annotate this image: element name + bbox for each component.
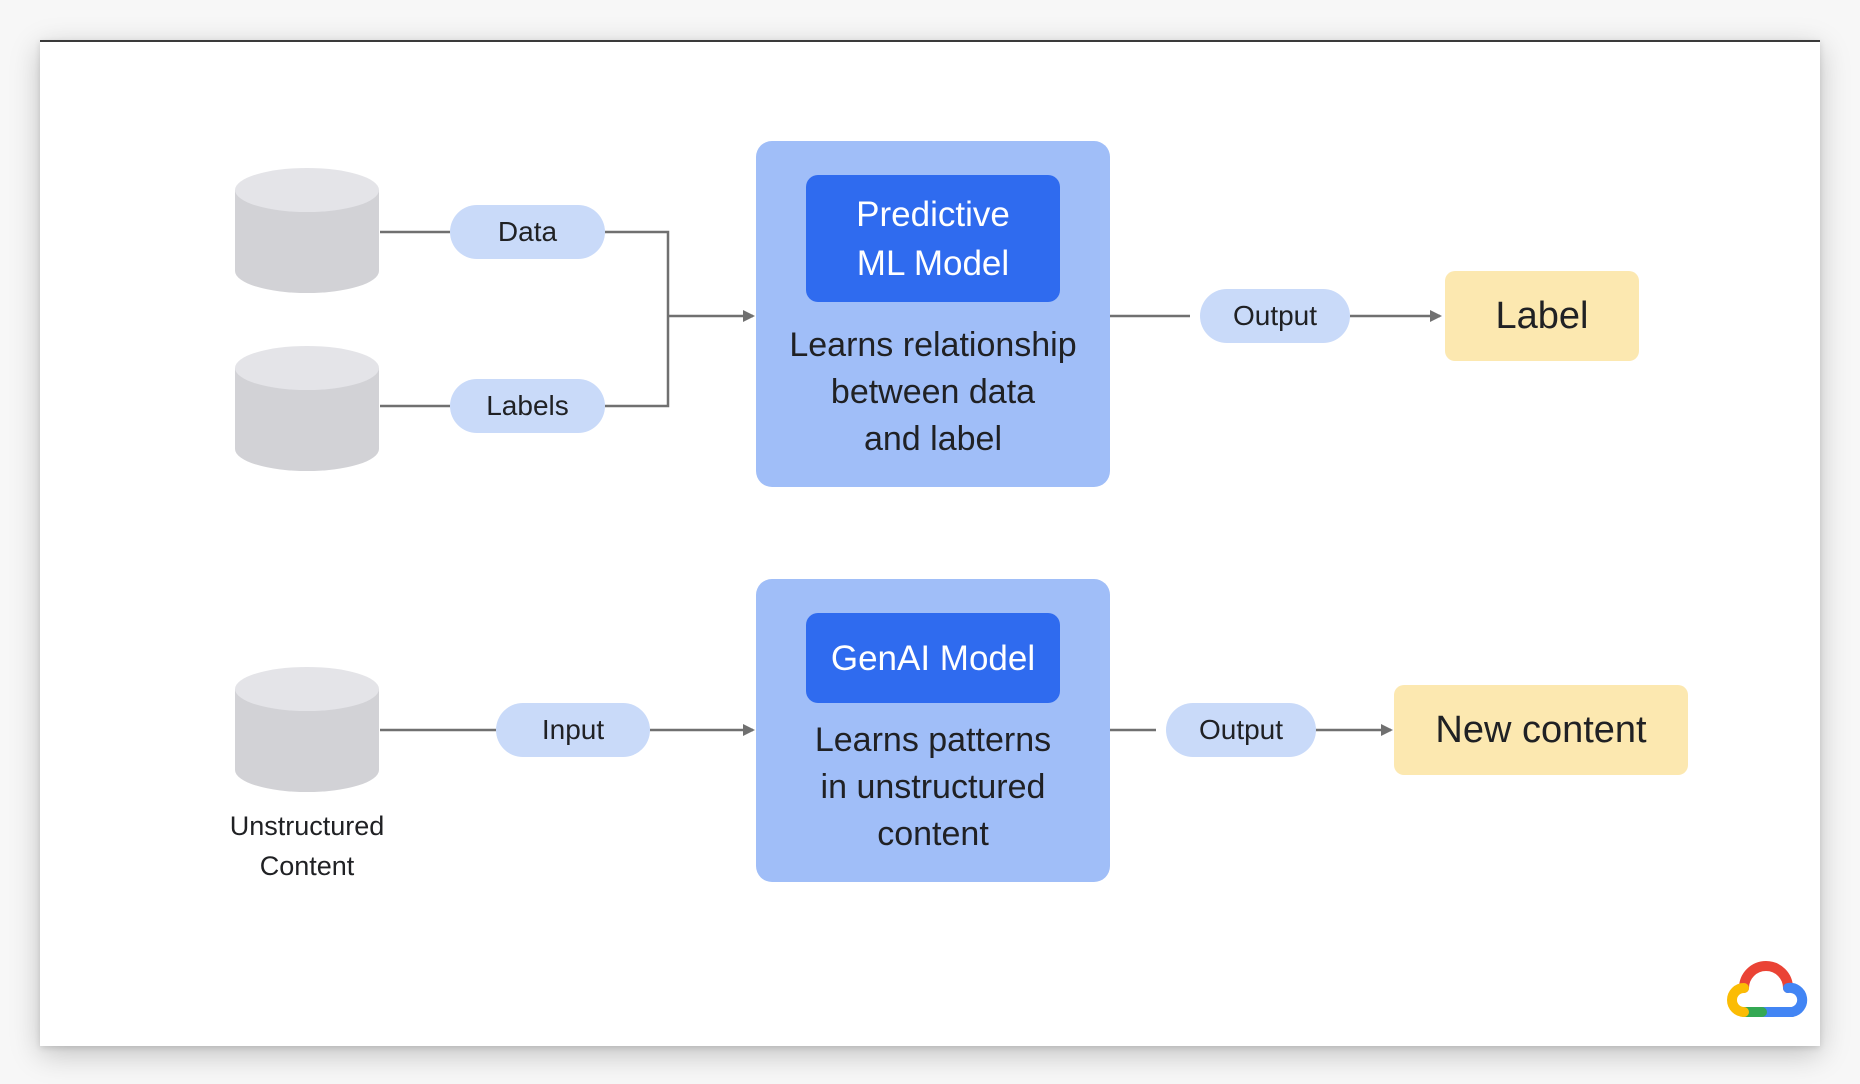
genai-output-pill: Output xyxy=(1166,703,1316,757)
predictive-title-line-2: ML Model xyxy=(856,243,1010,283)
labels-pill: Labels xyxy=(450,379,605,433)
connector-lines xyxy=(380,230,1442,736)
caption-line-2: Content xyxy=(259,851,355,881)
caption-line-1: Unstructured xyxy=(229,811,385,841)
diagram-slide: Unstructured Content Data Labels Input P… xyxy=(40,40,1820,1046)
predictive-model-box: Predictive ML Model Learns relationship … xyxy=(756,141,1110,487)
data-pill: Data xyxy=(450,205,605,259)
google-cloud-logo-icon xyxy=(1727,961,1808,1017)
input-pill: Input xyxy=(496,703,650,757)
unstructured-content-caption: Unstructured Content xyxy=(187,806,427,886)
genai-model-box: GenAI Model Learns patterns in unstructu… xyxy=(756,579,1110,882)
genai-desc-line-3: content xyxy=(877,815,989,853)
predictive-desc-line-2: between data xyxy=(830,373,1036,411)
genai-model-description: Learns patterns in unstructured content xyxy=(756,717,1110,858)
new-content-result-box: New content xyxy=(1394,685,1688,775)
predictive-model-description: Learns relationship between data and lab… xyxy=(756,322,1110,463)
merge-bracket-connector xyxy=(605,230,670,408)
predictive-desc-line-1: Learns relationship xyxy=(789,326,1077,364)
genai-desc-line-1: Learns patterns xyxy=(814,721,1052,759)
label-result-box: Label xyxy=(1445,271,1639,361)
predictive-output-pill: Output xyxy=(1200,289,1350,343)
database-icon xyxy=(235,667,379,792)
genai-model-title: GenAI Model xyxy=(806,613,1060,703)
predictive-desc-line-3: and label xyxy=(863,420,1002,458)
predictive-model-title: Predictive ML Model xyxy=(806,175,1060,302)
database-icon xyxy=(235,168,379,293)
database-icon xyxy=(235,346,379,471)
predictive-title-line-1: Predictive xyxy=(856,194,1010,234)
genai-desc-line-2: in unstructured xyxy=(820,768,1046,806)
